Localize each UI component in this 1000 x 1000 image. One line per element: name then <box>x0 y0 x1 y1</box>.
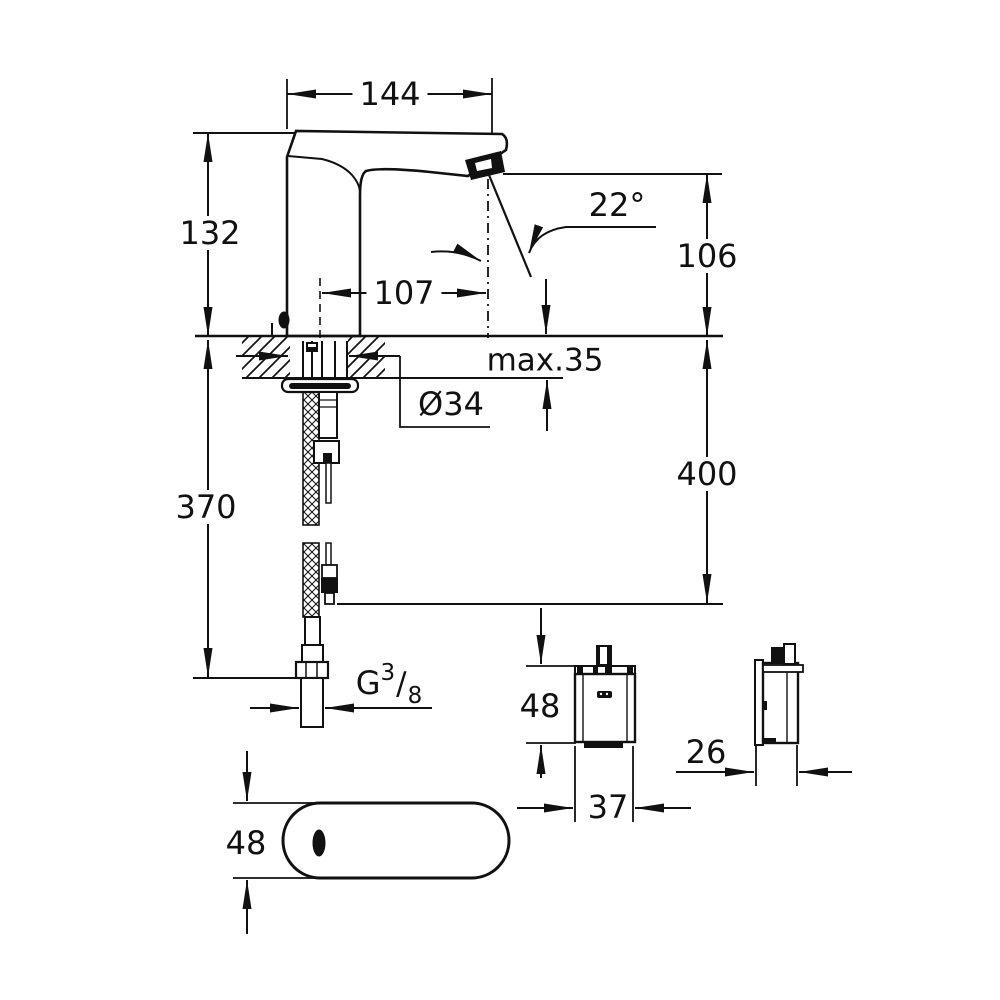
sensor-cable-lower <box>325 542 332 566</box>
under-counter-assembly <box>294 391 340 728</box>
dim-spout-length-label: 144 <box>352 77 428 111</box>
faucet-inner-contour <box>287 155 361 192</box>
dim-o34-leader <box>399 356 490 428</box>
dim-spray-angle-label: 22° <box>588 186 646 224</box>
faucet-body-outline <box>285 129 509 338</box>
dim-hole-diameter-label: Ø34 <box>418 385 484 423</box>
spray-angle-line <box>487 174 533 278</box>
mounting-flange-seal <box>289 383 351 389</box>
hose-thread-end <box>300 677 324 728</box>
dim-box-width-label: 37 <box>587 788 629 826</box>
control-box-front-view <box>517 608 691 822</box>
base-outline <box>281 801 511 880</box>
side-box-cap <box>762 664 804 673</box>
hose-collar <box>301 644 324 663</box>
top-view-sensor-icon <box>312 829 326 857</box>
faucet-top-view <box>233 751 511 934</box>
dim-outlet-height-label: 106 <box>669 239 745 273</box>
countertop-section <box>195 334 723 394</box>
dim-thread-size-label: G3/8 <box>356 662 423 708</box>
faucet-side-view <box>271 129 509 339</box>
hose-smooth-section <box>304 616 321 646</box>
cable-plug-top <box>321 564 338 579</box>
thread-numerator: 3 <box>380 660 396 686</box>
thread-g: G <box>355 664 381 702</box>
mounting-shank <box>302 341 348 377</box>
angle-leader-arrow <box>528 224 656 254</box>
grohe-logo <box>597 691 612 698</box>
side-box-tab <box>783 643 796 665</box>
box-foot <box>584 742 623 748</box>
sensor-window-icon <box>278 311 290 329</box>
box-body <box>573 672 637 744</box>
dim-body-height-label: 132 <box>172 216 248 250</box>
braided-hose-lower <box>302 542 320 618</box>
dim-hose-length-label: 370 <box>168 490 244 524</box>
sensor-direction-arrow <box>430 243 482 262</box>
aerator-slot <box>475 159 492 171</box>
side-box-body <box>761 661 800 745</box>
side-box-stem <box>771 647 783 664</box>
dim-cable-length-label: 400 <box>669 457 745 491</box>
thread-slash: / <box>396 666 407 702</box>
sensor-cable-upper <box>325 462 332 504</box>
control-box-side-view <box>676 643 852 786</box>
dim-box-height-label: 48 <box>519 687 561 725</box>
dim-box-depth-label: 26 <box>685 733 727 771</box>
cable-plug-tip <box>324 592 335 605</box>
dim-base-width-label: 48 <box>225 824 267 862</box>
side-box-back-panel <box>754 659 764 746</box>
threaded-rod <box>318 391 338 439</box>
dim-deck-thickness-label: max.35 <box>486 342 604 379</box>
dim-spout-reach-label: 107 <box>366 276 442 310</box>
cable-plug-body <box>321 578 338 593</box>
hose-nut <box>294 660 330 680</box>
spray-construction <box>430 174 656 338</box>
thread-denominator: 8 <box>407 683 423 709</box>
